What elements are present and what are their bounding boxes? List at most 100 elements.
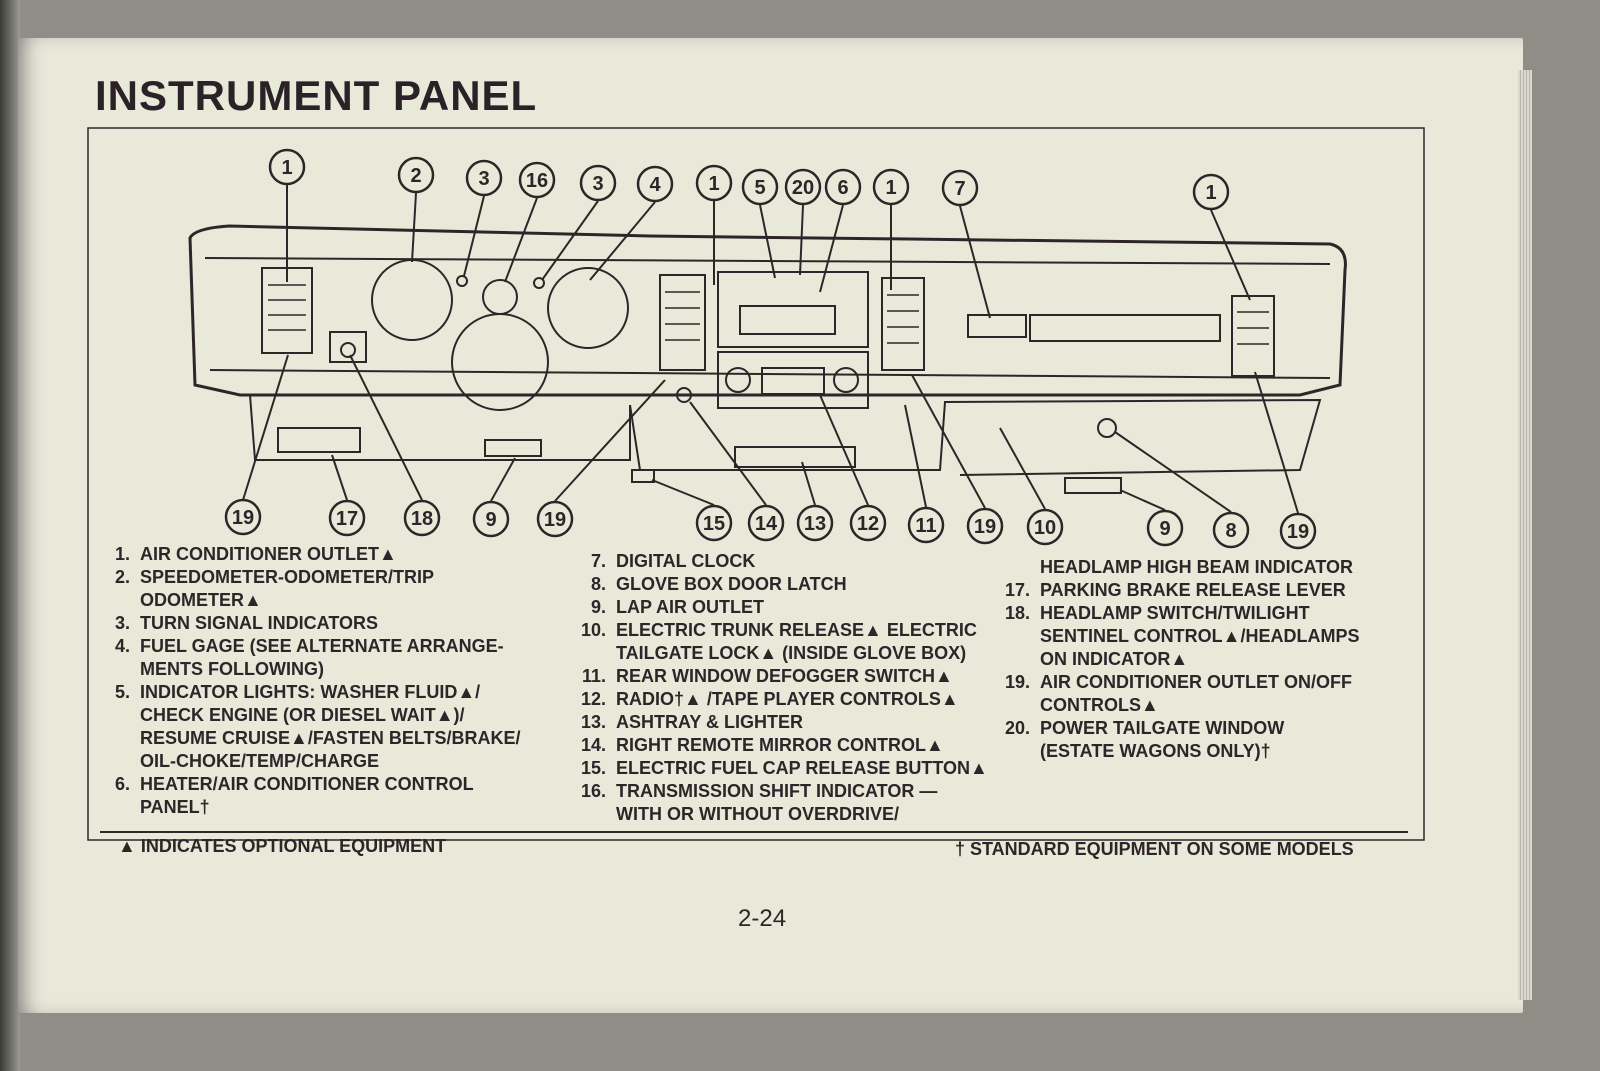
legend-text: PANEL†	[140, 797, 210, 817]
digital-clock	[967, 314, 1027, 338]
ac-outlet-center-right	[881, 277, 925, 371]
legend-item: 16.TRANSMISSION SHIFT INDICATOR —	[570, 780, 988, 803]
callout-number: 3	[478, 168, 489, 190]
legend-number	[994, 648, 1030, 671]
legend-item: 12.RADIO†▲ /TAPE PLAYER CONTROLS▲	[570, 688, 988, 711]
turn-signal-right	[533, 277, 545, 289]
callout-circle	[397, 156, 435, 194]
lap-air-outlet-left	[484, 439, 542, 457]
legend-item: 8.GLOVE BOX DOOR LATCH	[570, 573, 988, 596]
callout-number: 1	[708, 173, 719, 195]
diagram-frame	[87, 127, 1425, 841]
legend-column-1: 1. AIR CONDITIONER OUTLET▲ 2. SPEEDOMETER-O…	[104, 543, 521, 819]
callout-number: 16	[526, 170, 548, 192]
legend-item: 7.DIGITAL CLOCK	[570, 550, 988, 573]
callout-number: 3	[592, 173, 603, 195]
legend-number	[994, 556, 1030, 579]
legend-number: 1.	[114, 544, 130, 564]
legend-number: 13.	[580, 712, 606, 732]
hvac-control-panel	[717, 271, 869, 348]
legend-text: POWER TAILGATE WINDOW	[1040, 718, 1285, 738]
legend-item: WITH OR WITHOUT OVERDRIVE/	[570, 803, 988, 826]
legend-item: PANEL†	[104, 796, 521, 819]
legend-item: 17. PARKING BRAKE RELEASE LEVER	[994, 579, 1360, 602]
legend-item: ON INDICATOR▲	[994, 648, 1360, 671]
legend-number	[570, 803, 606, 826]
legend-text: SPEEDOMETER-ODOMETER/TRIP	[140, 567, 435, 587]
ac-outlet-right	[1231, 295, 1275, 377]
callout-circle	[518, 161, 556, 199]
callout-circle	[695, 504, 733, 542]
legend-item: 13. ASHTRAY & LIGHTER	[570, 711, 988, 734]
legend-item: 3.TURN SIGNAL INDICATORS	[104, 612, 521, 635]
legend-number: 6.	[114, 774, 130, 794]
legend-text: FUEL GAGE (SEE ALTERNATE ARRANGE-	[140, 636, 504, 656]
legend-item: CHECK ENGINE (OR DIESEL WAIT▲)/	[104, 704, 521, 727]
legend-text: ELECTRIC FUEL CAP RELEASE BUTTON▲	[616, 758, 988, 778]
headlamp-switch	[329, 331, 367, 363]
callout-circle	[872, 168, 910, 206]
legend-text: CONTROLS▲	[1040, 695, 1159, 715]
callout-circle	[849, 504, 887, 542]
turn-signal-left	[456, 275, 468, 287]
callout-circle	[636, 165, 674, 203]
legend-number	[994, 694, 1030, 717]
legend-item: 19.AIR CONDITIONER OUTLET ON/OFF	[994, 671, 1360, 694]
legend-text: (ESTATE WAGONS ONLY)†	[1040, 741, 1271, 761]
standard-equipment-note: † STANDARD EQUIPMENT ON SOME MODELS	[955, 839, 1354, 859]
dashboard-outline	[188, 224, 1347, 397]
legend-item: SENTINEL CONTROL▲/HEADLAMPS	[994, 625, 1360, 648]
page-number: 2-24	[738, 905, 787, 932]
optional-equipment-note: ▲ INDICATES OPTIONAL EQUIPMENT	[118, 836, 447, 856]
callout-circle	[1192, 173, 1230, 211]
legend-number: 20.	[1004, 718, 1030, 738]
legend-text: ASHTRAY & LIGHTER	[616, 712, 804, 732]
legend-number	[104, 658, 130, 681]
legend-item: 4.FUEL GAGE (SEE ALTERNATE ARRANGE-	[104, 635, 521, 658]
legend-item: 6.HEATER/AIR CONDITIONER CONTROL	[104, 773, 521, 796]
legend-text: LAP AIR OUTLET	[616, 597, 764, 617]
callout-circle	[1279, 512, 1317, 550]
legend-item: RESUME CRUISE▲/FASTEN BELTS/BRAKE/	[104, 727, 521, 750]
callout-number: 1	[1205, 182, 1216, 204]
callout-number: 14	[755, 513, 778, 535]
callout-number: 5	[754, 177, 765, 199]
legend-item: 18.HEADLAMP SWITCH/TWILIGHT	[994, 602, 1360, 625]
glove-box-latch	[1097, 418, 1117, 438]
legend-number: 18.	[1004, 603, 1030, 623]
legend-number: 2.	[114, 567, 130, 587]
legend-number	[104, 727, 130, 750]
speedometer	[371, 259, 453, 341]
legend-number: 9.	[590, 597, 606, 617]
legend-number	[104, 796, 130, 819]
legend-number: 15.	[580, 758, 606, 778]
legend-number	[570, 642, 606, 665]
legend-item: 14.RIGHT REMOTE MIRROR CONTROL▲	[570, 734, 988, 757]
legend-text: RADIO†▲ /TAPE PLAYER CONTROLS▲	[616, 689, 959, 709]
legend-text: RESUME CRUISE▲/FASTEN BELTS/BRAKE/	[140, 728, 521, 748]
page-stack-edge	[1518, 70, 1532, 1000]
parking-brake-release	[277, 427, 361, 453]
legend-text: TAILGATE LOCK▲ (INSIDE GLOVE BOX)	[616, 643, 967, 663]
legend-number: 11.	[581, 666, 606, 686]
legend-text: HEADLAMP HIGH BEAM INDICATOR	[1040, 557, 1354, 577]
callout-number: 2	[410, 165, 421, 187]
callout-number: 10	[1034, 517, 1056, 539]
legend-text: WITH OR WITHOUT OVERDRIVE/	[616, 804, 899, 824]
callout-circle	[747, 504, 785, 542]
legend-number: 17.	[1004, 580, 1030, 600]
callout-circle	[268, 148, 306, 186]
callout-circle	[465, 159, 503, 197]
legend-text: AIR CONDITIONER OUTLET▲	[140, 544, 397, 564]
callout-circle	[224, 498, 262, 536]
callout-number: 17	[336, 508, 358, 530]
legend-text: ODOMETER▲	[140, 590, 262, 610]
legend-text: PARKING BRAKE RELEASE LEVER	[1040, 580, 1346, 600]
callout-circle	[941, 169, 979, 207]
callout-circle	[741, 168, 779, 206]
legend-item: 5.INDICATOR LIGHTS: WASHER FLUID▲/	[104, 681, 521, 704]
callout-circle	[1026, 508, 1064, 546]
legend-number	[104, 589, 130, 612]
